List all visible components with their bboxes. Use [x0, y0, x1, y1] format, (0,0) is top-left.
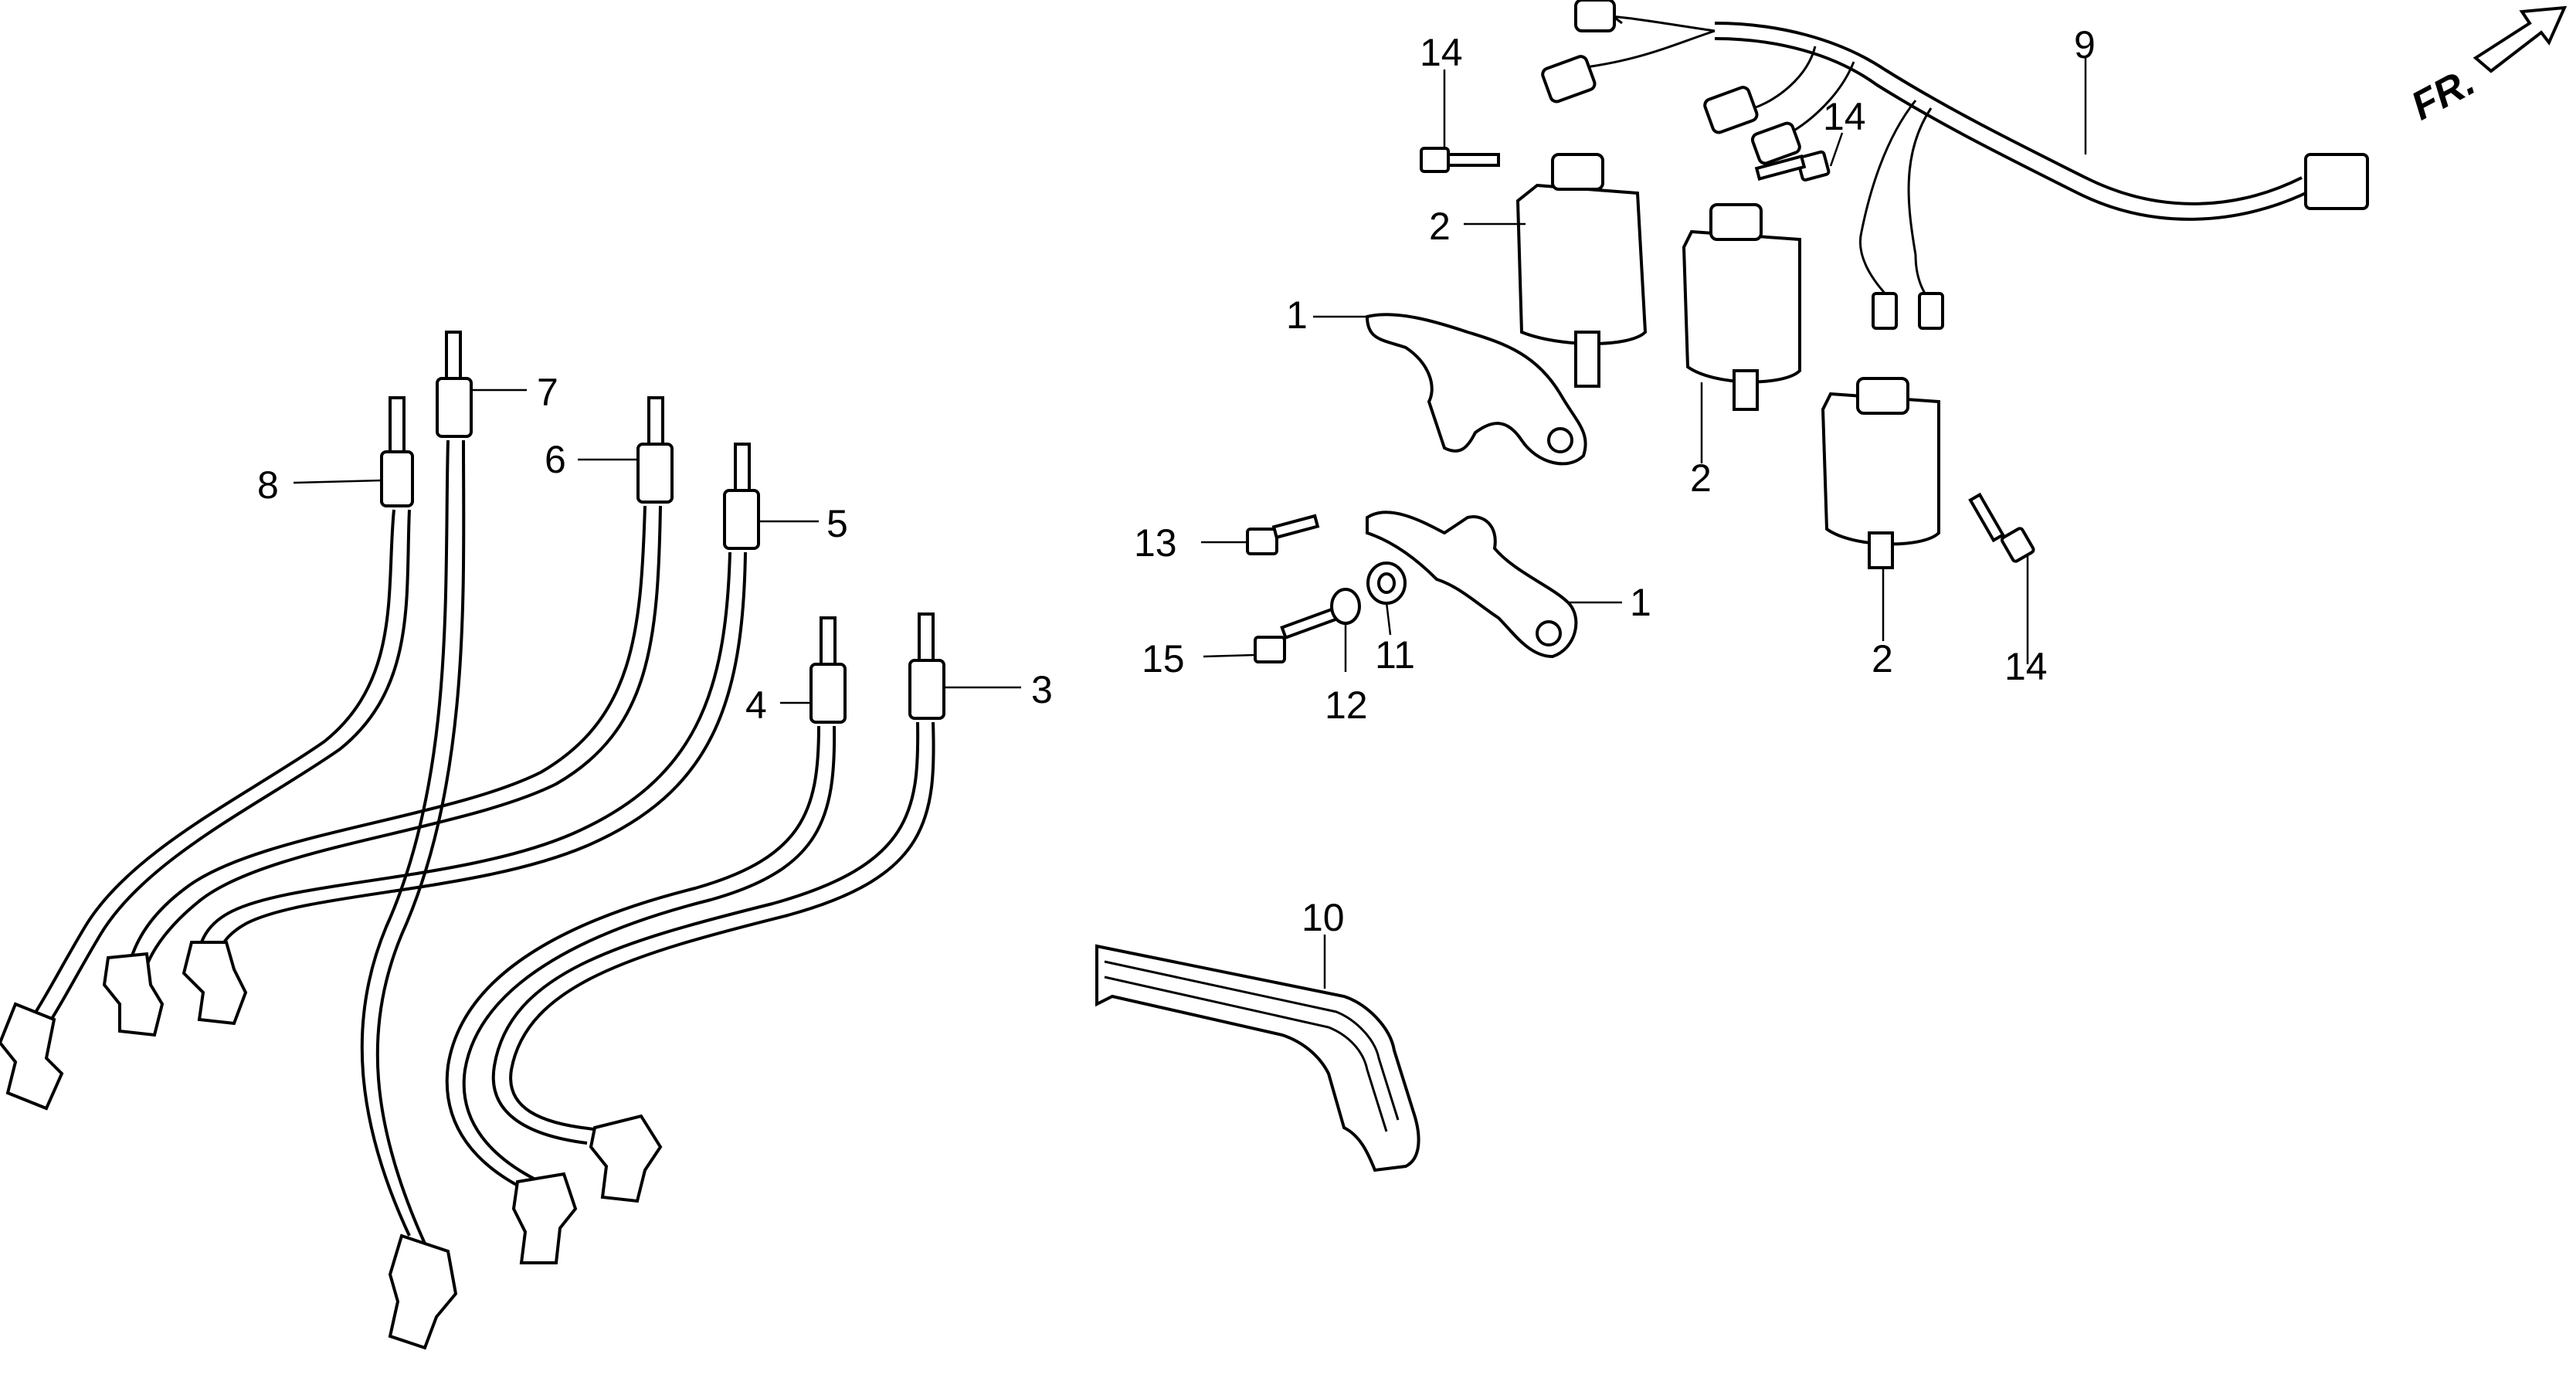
- callout-2-right: 2: [1872, 637, 1893, 680]
- ignition-coil-upper: [1515, 153, 1648, 388]
- bolt-15: [1254, 606, 1339, 663]
- bolt-14-right: [1968, 492, 2035, 563]
- callout-7: 7: [537, 371, 558, 414]
- spark-plug-wire-5: [182, 443, 760, 1026]
- wire-holder: [1095, 944, 1420, 1172]
- callout-11: 11: [1375, 633, 1415, 677]
- callout-8: 8: [257, 463, 279, 507]
- callout-14-upper-right: 14: [1823, 95, 1866, 138]
- ignition-coil-right: [1821, 377, 1940, 569]
- callout-14-upper-left: 14: [1420, 31, 1463, 74]
- callout-3: 3: [1031, 668, 1053, 711]
- callout-numbers: 8 7 6 5 4 3 1 1 2 2 2 14 14 14 9 10 11 1…: [257, 23, 2096, 939]
- arrow-icon: [2472, 5, 2568, 73]
- callout-4: 4: [745, 684, 767, 727]
- collar-11: [1366, 562, 1407, 605]
- spark-plug-wire-set: [0, 331, 945, 1350]
- callout-14-right: 14: [2004, 645, 2048, 688]
- ignition-coil-middle: [1682, 203, 1801, 411]
- callout-2-middle: 2: [1690, 456, 1712, 500]
- bolt-14-upper-right: [1754, 150, 1831, 182]
- callout-5: 5: [826, 502, 848, 545]
- spark-plug-wire-4: [445, 616, 847, 1264]
- bolt-14-upper-left: [1420, 147, 1500, 173]
- coil-bracket-upper: [1365, 313, 1587, 466]
- front-label: FR.: [2404, 59, 2482, 129]
- front-direction-marker: FR.: [2404, 5, 2568, 129]
- callout-2-upper: 2: [1429, 205, 1451, 248]
- callout-9: 9: [2074, 23, 2096, 66]
- spark-plug-wire-3: [491, 612, 945, 1203]
- spark-plug-wire-6: [102, 396, 674, 1037]
- callout-13: 13: [1134, 521, 1177, 565]
- callout-6: 6: [545, 438, 566, 481]
- callout-10: 10: [1302, 896, 1345, 939]
- spark-plug-wire-8: [0, 396, 414, 1111]
- callout-leaders: [293, 58, 2087, 989]
- bolt-13: [1246, 514, 1320, 555]
- wire-harness: [1541, 0, 2369, 330]
- spark-plug-wire-7: [360, 331, 473, 1350]
- callout-15: 15: [1142, 637, 1185, 680]
- coil-bracket-lower: [1366, 511, 1578, 659]
- washer-12: [1330, 588, 1361, 625]
- callout-12: 12: [1325, 684, 1368, 727]
- callout-1-lower: 1: [1630, 581, 1651, 624]
- callout-1-upper: 1: [1286, 294, 1308, 337]
